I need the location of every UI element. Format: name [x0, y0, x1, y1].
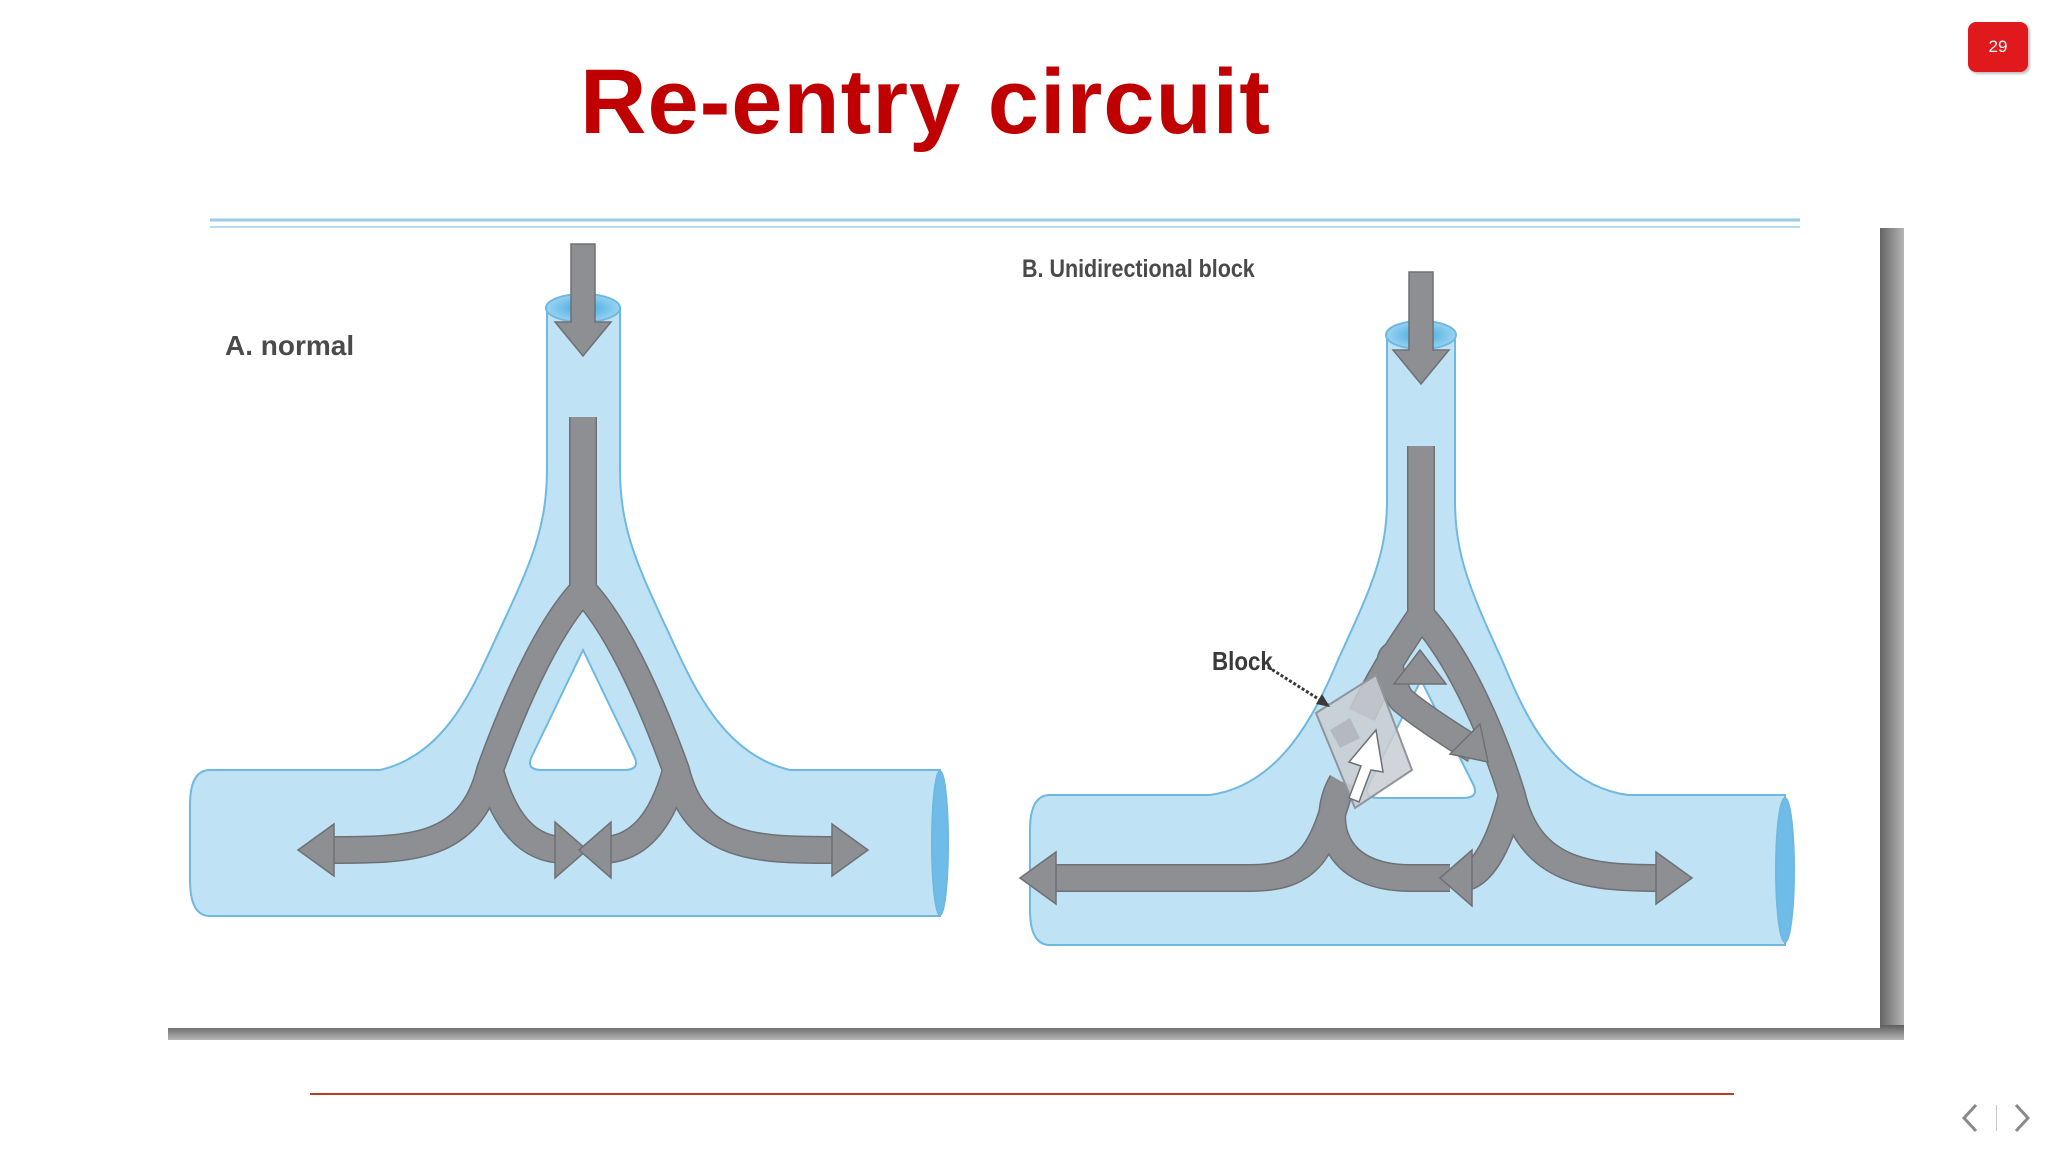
panel-a-arrowhead-inner-left [554, 820, 589, 880]
chevron-left-icon [1961, 1103, 1978, 1133]
panel-b-block-leader [1267, 665, 1329, 707]
footer-divider [310, 1093, 1734, 1095]
panel-a-entry-arrow [553, 243, 613, 358]
next-slide-button[interactable] [2008, 1100, 2036, 1136]
page-number-badge: 29 [1968, 22, 2028, 72]
panel-a-arrowhead-inner-right [577, 820, 612, 880]
panel-b-arrowhead-right [1655, 850, 1694, 906]
panel-b-arrowhead-up [1392, 648, 1448, 685]
chevron-right-icon [2014, 1103, 2031, 1133]
reentry-diagram: A. normal B. Unidirectional block Block [150, 210, 1920, 1040]
slide-navigation [1956, 1098, 2036, 1138]
panel-b-arrowhead-inner [1438, 848, 1473, 908]
panel-a-arrowhead-right [831, 822, 870, 878]
slide-title: Re-entry circuit [580, 51, 1271, 153]
panel-b-blocked-arrow [1347, 728, 1384, 803]
nav-separator [1995, 1105, 1997, 1131]
frame-shadow [168, 228, 1904, 1040]
panel-a-arrowhead-left [296, 822, 335, 878]
panel-b-arrowhead-down-right [1448, 722, 1489, 763]
block-label: Block [1212, 647, 1273, 676]
panel-b-entry-arrow [1391, 271, 1451, 386]
panel-b-block-region [1314, 673, 1414, 810]
panel-b-label: B. Unidirectional block [1022, 254, 1255, 282]
panel-b-arrowhead-left [1018, 850, 1057, 906]
prev-slide-button[interactable] [1956, 1100, 1984, 1136]
panel-b-unidirectional-block [1018, 271, 1795, 946]
panel-a-label: A. normal [225, 330, 354, 361]
panel-a-hole [529, 647, 637, 771]
panel-a-normal [189, 243, 949, 917]
